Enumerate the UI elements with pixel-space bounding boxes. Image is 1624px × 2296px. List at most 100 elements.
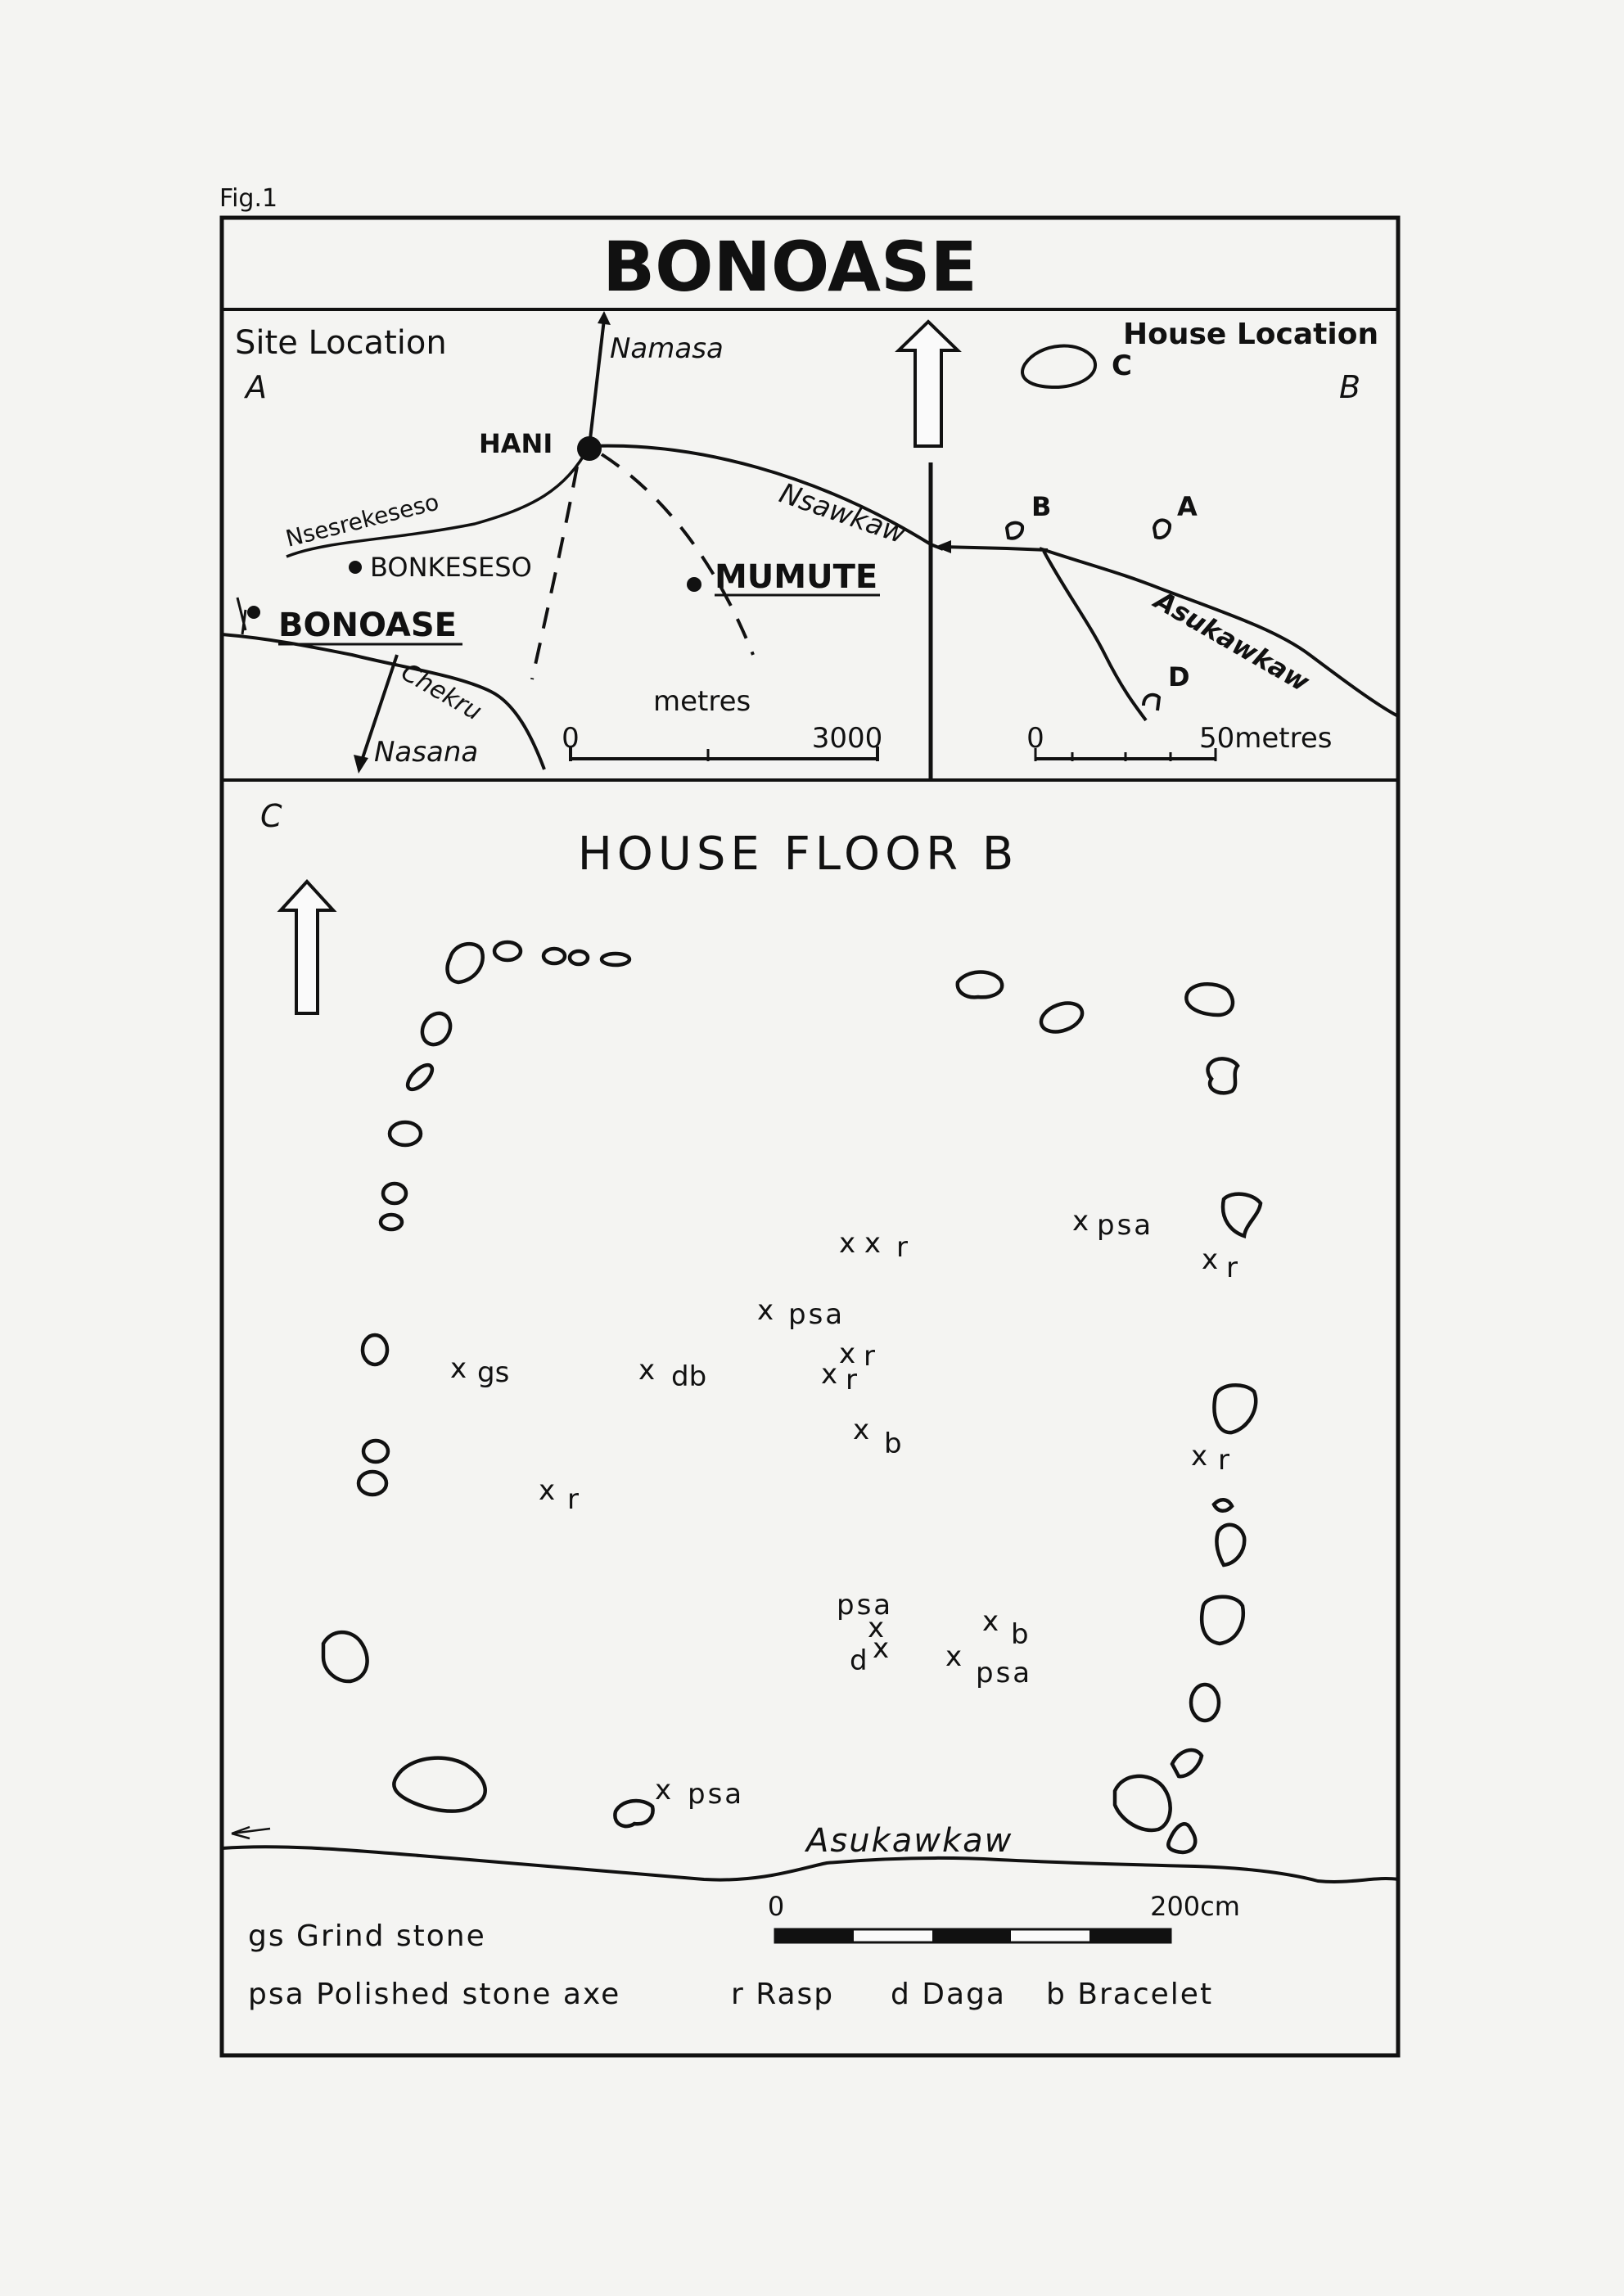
- nasana-label: Nasana: [374, 736, 478, 769]
- panel-b-letter: B: [1339, 369, 1360, 405]
- house-location-heading: House Location: [1123, 318, 1378, 351]
- stone: [599, 951, 632, 968]
- house-d-marker-icon: [1142, 692, 1162, 711]
- panel-c-letter: C: [260, 798, 282, 834]
- stone: [1199, 1595, 1245, 1646]
- track-west: [530, 466, 579, 680]
- find-mark: x: [945, 1640, 962, 1673]
- scale-a-max: 3000: [812, 722, 883, 755]
- find-mark: x: [873, 1632, 889, 1665]
- figure-label: Fig.1: [219, 184, 277, 213]
- namasa-arrow-icon: [598, 311, 611, 325]
- bonoase-dot-icon: [247, 606, 260, 619]
- north-arrow-c-icon: [277, 879, 337, 1015]
- nsesrekeseso-label: Nsesrekeseso: [283, 488, 442, 552]
- find-mark: x: [839, 1337, 855, 1370]
- find-mark: x: [1191, 1440, 1207, 1473]
- stone: [1206, 1057, 1240, 1095]
- find-mark: x: [638, 1354, 655, 1387]
- stone: [1170, 1748, 1204, 1779]
- stone: [613, 1798, 655, 1829]
- stone: [405, 1062, 435, 1092]
- stone: [445, 941, 485, 985]
- scale-a-zero: 0: [562, 722, 580, 755]
- legend-polished-stone-axe: psa Polished stone axe: [248, 1978, 620, 2011]
- find-code: d: [850, 1644, 868, 1677]
- legend-daga: d Daga: [891, 1978, 1006, 2011]
- stone: [1184, 981, 1235, 1017]
- stone: [381, 1181, 408, 1206]
- stone: [420, 1011, 453, 1047]
- chekru-label: Chekru: [396, 658, 486, 727]
- scale-c-max: 200cm: [1150, 1891, 1240, 1922]
- find-mark: x: [655, 1774, 671, 1807]
- stone: [567, 949, 590, 967]
- stone: [955, 970, 1004, 999]
- house-d-label: D: [1168, 661, 1190, 692]
- find-code: psa: [837, 1589, 893, 1622]
- find-mark: x: [868, 1612, 884, 1644]
- mumute-dot-icon: [687, 577, 701, 592]
- find-mark: x: [821, 1358, 837, 1391]
- scale-b-zero: 0: [1026, 722, 1044, 755]
- asukawkaw-label-c: Asukawkaw: [804, 1822, 1013, 1860]
- nsawkaw-label: Nsawkaw: [775, 477, 910, 551]
- bonkeseso-label: BONKESESO: [370, 552, 532, 583]
- find-code: r: [896, 1231, 908, 1264]
- chekru-river: [221, 633, 546, 770]
- stone: [1112, 1774, 1172, 1833]
- finds-layer: x psa x x r x r x psa x gs x db x r x r …: [450, 1205, 1238, 1811]
- nasana-arrow-icon: [354, 755, 368, 774]
- find-code: b: [884, 1428, 902, 1460]
- find-code: psa: [976, 1657, 1032, 1689]
- house-c-label: C: [1112, 350, 1132, 382]
- stone: [1220, 1192, 1263, 1238]
- find-mark: x x: [839, 1227, 881, 1260]
- north-arrow-b-icon: [895, 319, 962, 448]
- find-code: r: [567, 1483, 579, 1516]
- find-code: gs: [477, 1356, 509, 1389]
- scale-a-unit: metres: [653, 685, 751, 718]
- panel-a-letter: A: [243, 369, 267, 405]
- stone: [1215, 1522, 1247, 1568]
- nsawkaw-river: [589, 444, 932, 546]
- page-title: BONOASE: [602, 227, 977, 307]
- find-code: r: [846, 1364, 857, 1396]
- track-mumute: [600, 453, 755, 656]
- namasa-river: [588, 318, 606, 447]
- bonoase-site-label: BONOASE: [278, 607, 457, 644]
- house-b-label: B: [1031, 491, 1051, 522]
- nsawkaw-arrow-icon: [935, 540, 951, 553]
- find-code: r: [864, 1340, 875, 1373]
- flow-arrow-icon: [231, 1825, 271, 1840]
- find-code: r: [1218, 1444, 1229, 1477]
- figure-frame: [219, 215, 1401, 2058]
- nasana-river: [359, 654, 399, 766]
- scale-b-max: 50metres: [1199, 722, 1333, 755]
- stone: [360, 1333, 390, 1367]
- mumute-label: MUMUTE: [715, 558, 877, 596]
- stone: [541, 946, 567, 966]
- legend-rasp: r Rasp: [731, 1978, 834, 2011]
- find-mark: x: [539, 1474, 555, 1507]
- house-c-outline: [1021, 344, 1097, 390]
- stone: [356, 1469, 389, 1497]
- find-code: db: [671, 1360, 706, 1393]
- stream-d: [1042, 550, 1148, 722]
- site-location-heading: Site Location: [235, 324, 447, 362]
- find-mark: x: [853, 1414, 869, 1446]
- stone-group: [321, 940, 1263, 1855]
- stone: [1211, 1498, 1234, 1513]
- stone: [392, 1756, 487, 1813]
- find-code: psa: [1097, 1209, 1153, 1242]
- scale-c-bar: [774, 1928, 1172, 1944]
- stone: [1166, 1822, 1198, 1855]
- find-code: psa: [688, 1778, 744, 1811]
- find-mark: x: [1072, 1205, 1089, 1238]
- hani-label: HANI: [479, 428, 553, 459]
- scale-c-zero: 0: [768, 1891, 784, 1922]
- nsesrekeseso-river: [286, 445, 591, 558]
- stone: [1212, 1383, 1258, 1435]
- find-mark: x: [450, 1352, 467, 1385]
